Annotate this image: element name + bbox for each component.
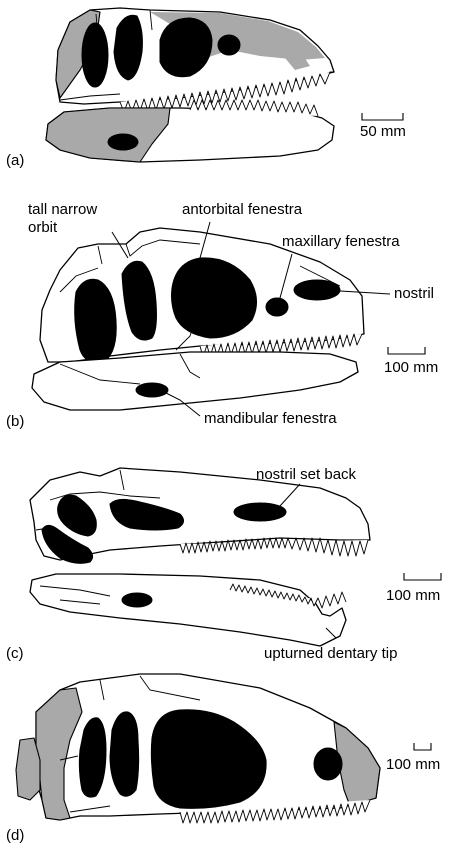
skull-b-lower-jaw [32,352,358,410]
label-maxillary-fenestra: maxillary fenestra [282,233,400,250]
panel-label-b: (b) [6,413,24,430]
skull-b-nostril [294,280,340,300]
skull-d-scale-label: 100 mm [386,756,440,773]
skull-d-orbit-2 [110,712,139,796]
panel-label-d: (d) [6,827,24,844]
label-mandibular-fenestra: mandibular fenestra [204,410,337,427]
skull-a: 50 mm (a) [6,8,406,169]
panel-label-a: (a) [6,152,24,169]
skull-d-scale-bar [414,743,431,750]
panel-label-c: (c) [6,645,24,662]
skull-a-scale-bar [362,113,403,120]
label-tall-narrow-orbit-1: tall narrow [28,201,97,218]
skull-c-nostril [234,503,286,521]
label-nostril: nostril [394,285,434,302]
skull-a-maxillary-fenestra [218,35,240,55]
skull-a-scale-label: 50 mm [360,123,406,140]
label-upturned-dentary-tip: upturned dentary tip [264,645,397,662]
skull-c-mandibular-fenestra [122,593,152,607]
skull-d: 100 mm (d) [6,674,440,844]
skull-c-scale-bar [404,573,441,580]
skull-b-mandibular-fenestra [136,383,168,397]
skull-b: tall narrow orbit antorbital fenestra ma… [6,201,438,430]
skull-a-mandibular-fenestra [108,134,138,150]
skull-d-shaded-quadrate [16,738,40,800]
skull-b-maxillary-fenestra [266,298,288,316]
skull-c: nostril set back upturned dentary tip 10… [6,466,441,662]
skull-c-scale-label: 100 mm [386,587,440,604]
skull-d-nostril [314,748,342,780]
skull-a-orbit [82,23,108,87]
label-tall-narrow-orbit-2: orbit [28,219,58,236]
skull-b-scale-bar [388,347,425,354]
skull-b-scale-label: 100 mm [384,359,438,376]
label-nostril-set-back: nostril set back [256,466,357,483]
skull-c-lower-jaw [30,574,346,646]
label-antorbital-fenestra: antorbital fenestra [182,201,303,218]
